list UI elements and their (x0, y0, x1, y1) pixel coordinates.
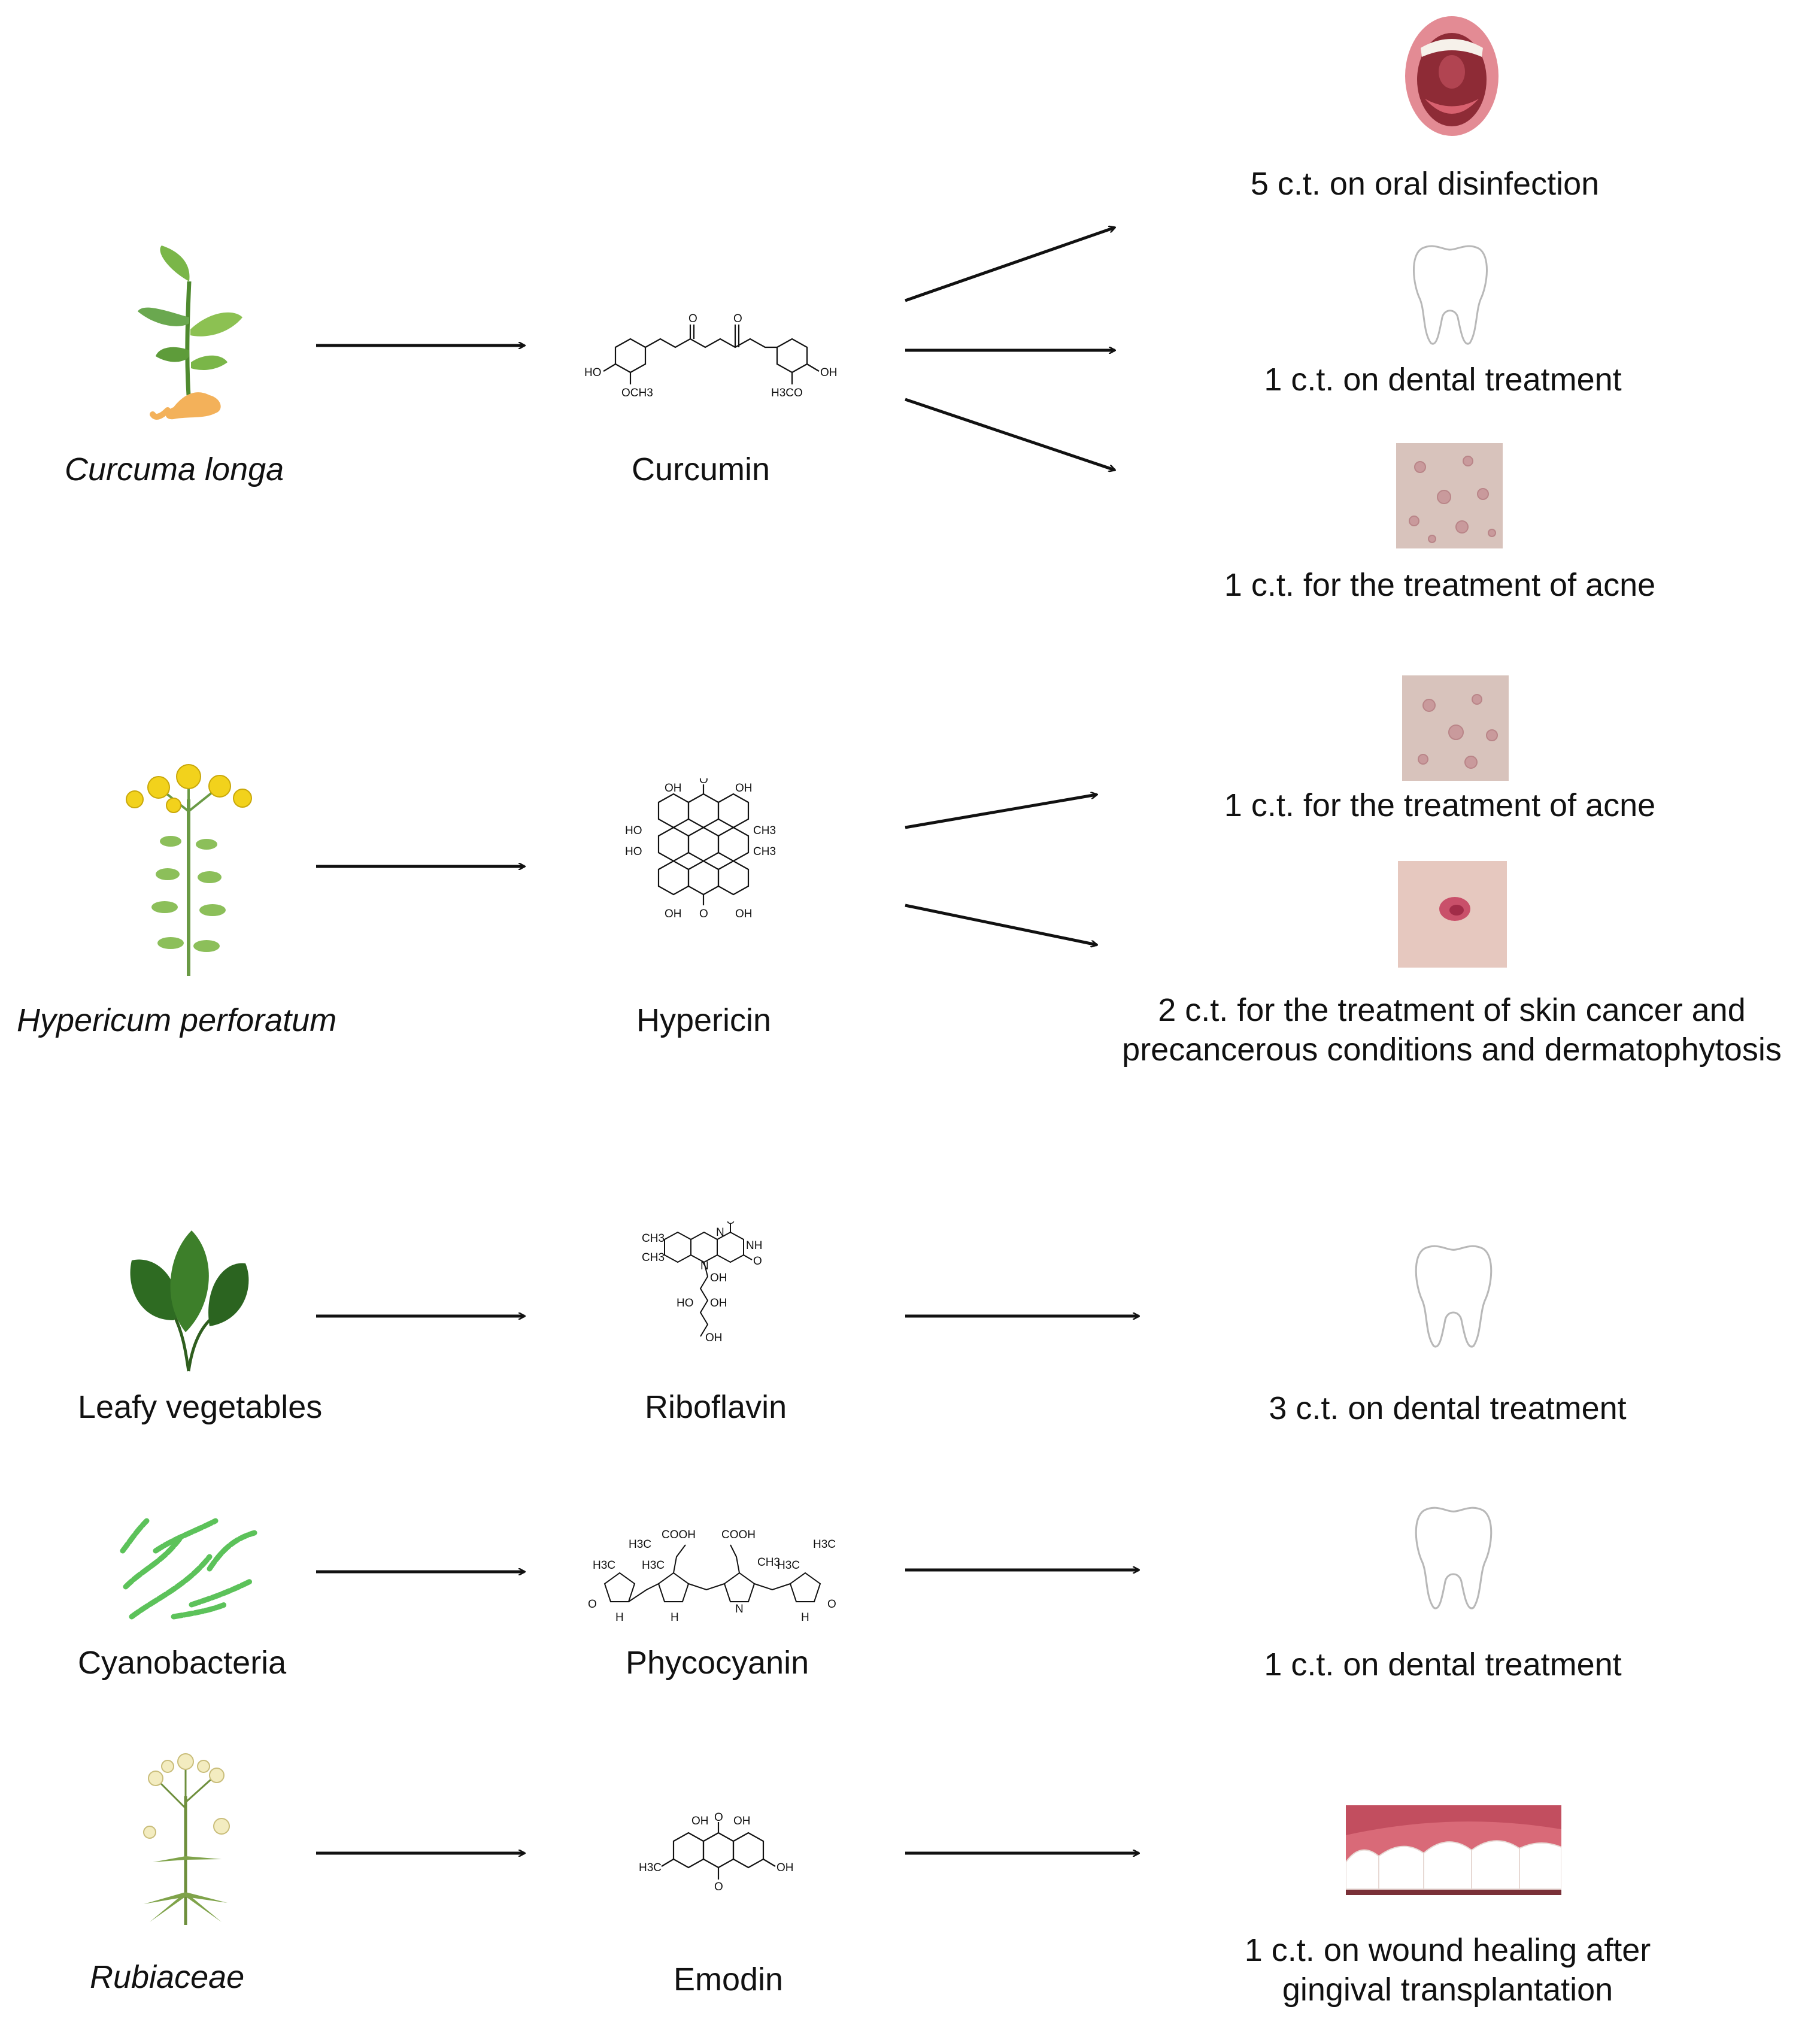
hypericin-label-oh1: OH (665, 782, 682, 795)
hypericin-label-oh3: OH (665, 908, 682, 920)
curcumin-structure: O O HO OCH3 H3CO OH (584, 313, 838, 399)
compound-label-curcumin: Curcumin (632, 451, 771, 487)
source-label-cyanobacteria: Cyanobacteria (78, 1645, 287, 1681)
acne-skin-icon-hypericin (1402, 675, 1509, 781)
outcome-skin-cancer: 2 c.t. for the treatment of skin cancer … (1122, 992, 1782, 1068)
compound-label-riboflavin: Riboflavin (645, 1389, 787, 1425)
phycocyanin-label-o2: O (827, 1598, 836, 1611)
hypericin-label-oh4: OH (735, 908, 753, 920)
hypericin-label-ch3-1: CH3 (753, 824, 776, 837)
riboflavin-label-oh2: OH (710, 1297, 727, 1309)
source-label-rubiaceae: Rubiaceae (90, 1959, 245, 1995)
outcome-wound-healing: 1 c.t. on wound healing after gingival t… (1244, 1932, 1651, 2008)
outcome-oral-disinfection: 5 c.t. on oral disinfection (1250, 166, 1600, 202)
phycocyanin-label-h1: H (615, 1611, 624, 1624)
riboflavin-label-ho: HO (677, 1297, 694, 1309)
outcome-acne-curcumin: 1 c.t. for the treatment of acne (1224, 567, 1656, 603)
skin-lesion-icon (1398, 861, 1507, 968)
phycocyanin-label-h3c1: H3C (629, 1538, 651, 1551)
riboflavin-label-n2: N (700, 1260, 709, 1272)
leafy-vegetables-icon (130, 1230, 249, 1372)
gum-teeth-icon (1346, 1805, 1561, 1895)
riboflavin-label-oh3: OH (705, 1332, 723, 1344)
phycocyanin-label-h2: H (671, 1611, 679, 1624)
phycocyanin-label-h3c5: H3C (813, 1538, 836, 1551)
curcumin-label-h3co: H3CO (771, 387, 803, 399)
acne-skin-icon-curcumin (1396, 443, 1503, 548)
hypericin-label-ho2: HO (625, 845, 642, 858)
phycocyanin-label-h3c2: H3C (593, 1559, 615, 1572)
outcome-dental-treatment-curcumin: 1 c.t. on dental treatment (1264, 362, 1622, 398)
emodin-label-o1: O (714, 1811, 723, 1824)
hypericin-label-o2: O (699, 908, 708, 920)
phycocyanin-label-h3: H (801, 1611, 809, 1624)
riboflavin-structure: CH3 CH3 N N NH O O OH HO OH OH (642, 1221, 762, 1344)
outcome-acne-hypericin: 1 c.t. for the treatment of acne (1224, 787, 1656, 823)
phycocyanin-label-n: N (735, 1603, 744, 1615)
riboflavin-label-o2: O (753, 1255, 762, 1268)
phycocyanin-label-cooh2: COOH (721, 1529, 756, 1541)
riboflavin-label-nh: NH (746, 1239, 762, 1252)
arrow-hypericin-to-acne (905, 795, 1097, 829)
hypericin-structure: OH O OH HO CH3 HO CH3 OH O OH (625, 778, 776, 920)
riboflavin-label-ch3-2: CH3 (642, 1251, 665, 1264)
arrow-curcumin-to-acne (905, 398, 1115, 470)
compound-label-emodin: Emodin (674, 1962, 784, 1997)
emodin-structure: OH O OH H3C O OH (639, 1811, 794, 1893)
phycocyanin-label-h3c3: H3C (642, 1559, 665, 1572)
emodin-label-o2: O (714, 1881, 723, 1893)
hypericin-label-ch3-2: CH3 (753, 845, 776, 858)
emodin-label-oh3: OH (776, 1862, 794, 1874)
phycocyanin-label-o1: O (588, 1598, 597, 1611)
emodin-label-h3c: H3C (639, 1862, 662, 1874)
hypericin-label-ho1: HO (625, 824, 642, 837)
riboflavin-label-ch3-1: CH3 (642, 1232, 665, 1245)
open-mouth-icon (1405, 16, 1499, 136)
phycocyanin-label-cooh1: COOH (662, 1529, 696, 1541)
curcumin-label-ho: HO (584, 366, 602, 379)
hypericin-label-oh2: OH (735, 782, 753, 795)
curcumin-label-o1: O (688, 313, 697, 325)
riboflavin-label-o1: O (726, 1221, 735, 1227)
compound-label-hypericin: Hypericin (636, 1002, 772, 1038)
hypericin-label-o1: O (699, 778, 708, 786)
riboflavin-label-n1: N (716, 1226, 724, 1239)
arrow-curcumin-to-oral (905, 228, 1115, 302)
phycocyanin-label-h3c4: H3C (777, 1559, 800, 1572)
source-label-hypericum: Hypericum perforatum (17, 1002, 337, 1038)
curcumin-label-o2: O (733, 313, 742, 325)
riboflavin-label-oh1: OH (710, 1272, 727, 1284)
emodin-label-oh1: OH (691, 1815, 709, 1827)
rubiaceae-plant-icon (143, 1753, 230, 1925)
tooth-icon-phycocyanin (1415, 1506, 1493, 1609)
hypericum-plant-icon (126, 764, 252, 976)
source-label-curcuma: Curcuma longa (65, 451, 284, 487)
tooth-icon-curcumin (1413, 245, 1488, 345)
source-label-leafy-vegetables: Leafy vegetables (78, 1389, 323, 1425)
tooth-icon-riboflavin (1415, 1245, 1493, 1348)
cyanobacteria-icon (120, 1518, 257, 1620)
curcumin-label-och3: OCH3 (621, 387, 653, 399)
phycocyanin-structure: COOH COOH H3C H3C H3C CH3 H3C H3C O H H … (588, 1529, 836, 1624)
emodin-label-oh2: OH (733, 1815, 751, 1827)
curcumin-label-oh: OH (820, 366, 838, 379)
outcome-dental-treatment-phycocyanin: 1 c.t. on dental treatment (1264, 1647, 1622, 1683)
arrow-hypericin-to-skin (905, 904, 1097, 945)
curcuma-plant-icon (138, 245, 242, 420)
compound-label-phycocyanin: Phycocyanin (626, 1645, 809, 1681)
outcome-dental-treatment-riboflavin: 3 c.t. on dental treatment (1269, 1390, 1627, 1426)
phycocyanin-label-ch3: CH3 (757, 1556, 780, 1569)
